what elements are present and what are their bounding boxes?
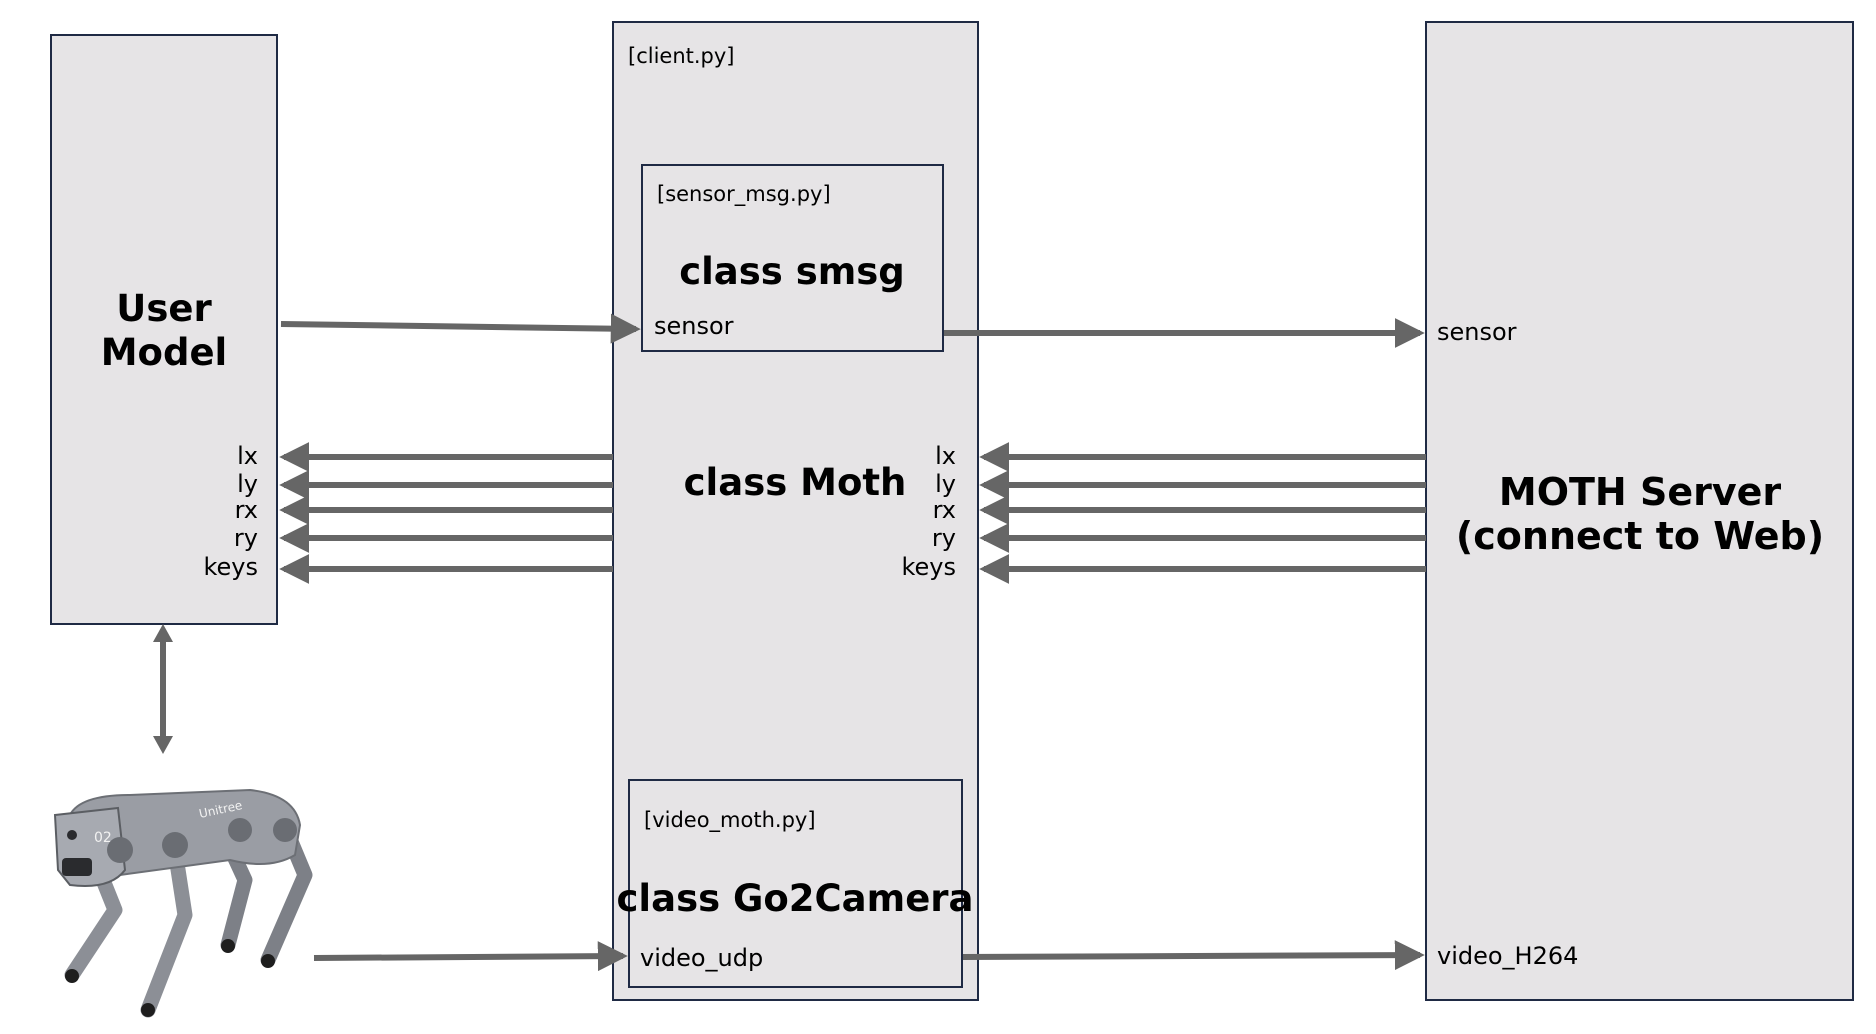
arrow-robot-to-video [313,941,628,972]
class-moth-label: class Moth [684,461,907,504]
user-model-box [50,34,278,625]
moth-server-block: MOTH Server (connect to Web) sensor vide… [1425,21,1854,1001]
sensor-msg-block: [sensor_msg.py] class smsg sensor [641,164,944,352]
class-go2camera-label: class Go2Camera [616,877,973,920]
sensor-msg-file-label: [sensor_msg.py] [657,182,831,207]
class-smsg-label: class smsg [679,250,905,293]
client-port-keys: keys [901,553,956,581]
client-port-ly: ly [935,470,956,498]
user-port-lx: lx [237,442,258,470]
moth-server-box [1425,21,1854,1001]
arrow-user-robot-head-up [153,624,173,642]
client-port-ry: ry [932,524,956,552]
server-port-sensor: sensor [1437,318,1517,346]
user-port-ry: ry [234,524,258,552]
client-file-label: [client.py] [628,44,735,68]
arrow-user-to-sensor [280,313,641,344]
client-port-lx: lx [935,442,956,470]
video-moth-file-label: [video_moth.py] [644,808,816,833]
moth-server-title-line1: MOTH Server [1499,470,1781,514]
user-model-title-line2: Model [101,331,228,374]
user-port-rx: rx [235,496,258,524]
video-moth-box [628,779,963,988]
smsg-port-sensor: sensor [654,312,734,340]
robot-panel-text: 02 [94,830,112,846]
user-model-title-line1: User [116,287,212,330]
user-model-block: User Model lx ly rx ry keys [50,34,278,625]
client-block: [client.py] class Moth lx ly rx ry keys … [612,21,979,1001]
arrow-user-robot-head-down [153,736,173,754]
moth-server-title-line2: (connect to Web) [1456,514,1824,558]
user-port-keys: keys [203,553,258,581]
arrow-video-to-server [962,940,1425,971]
client-port-rx: rx [933,496,956,524]
connection-arrows [153,313,1426,972]
video-port-udp: video_udp [640,944,763,972]
video-moth-block: [video_moth.py] class Go2Camera video_ud… [616,779,974,988]
robot-dog-icon: 02 Unitree [53,788,313,1018]
server-port-video: video_H264 [1437,942,1578,970]
sensor-msg-box [641,164,944,352]
user-port-ly: ly [237,470,258,498]
